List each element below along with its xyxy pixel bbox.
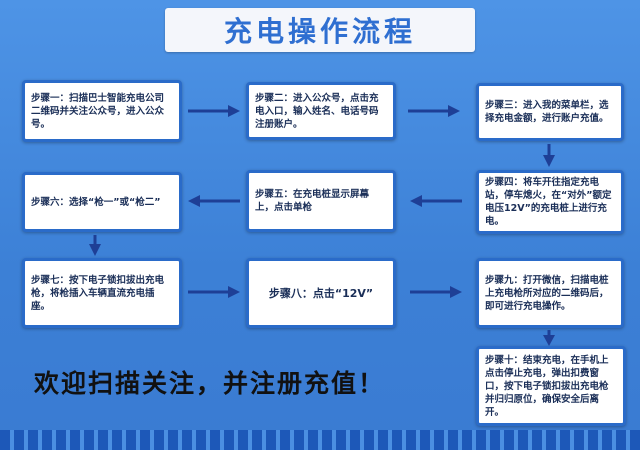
step-4-text: 步骤四：将车开往指定充电站，停车熄火，在“对外”额定电压12V”的充电桩上进行充… (485, 177, 612, 227)
step-9-box: 步骤九：打开微信，扫描电桩上充电枪所对应的二维码后，即可进行充电操作。 (476, 258, 624, 328)
step-2-box: 步骤二：进入公众号，点击充电入口，输入姓名、电话号码注册账户。 (246, 82, 396, 140)
step-8-box: 步骤八：点击“12V” (246, 258, 396, 328)
arrow-left-icon (410, 195, 462, 207)
step-9-text: 步骤九：打开微信，扫描电桩上充电枪所对应的二维码后，即可进行充电操作。 (485, 274, 609, 312)
step-1-text: 步骤一：扫描巴士智能充电公司二维码并关注公众号，进入公众号。 (31, 92, 165, 130)
step-8-text: 步骤八：点击“12V” (268, 286, 374, 300)
arrow-right-icon (408, 105, 460, 117)
arrow-down-icon (89, 235, 101, 256)
arrow-right-icon (410, 286, 462, 298)
bottom-decor-strip (0, 430, 640, 450)
step-4-box: 步骤四：将车开往指定充电站，停车熄火，在“对外”额定电压12V”的充电桩上进行充… (476, 170, 624, 234)
step-5-text: 步骤五：在充电桩显示屏幕上，点击单枪 (255, 189, 370, 213)
slogan-text: 欢迎扫描关注，并注册充值！ (34, 369, 386, 398)
arrow-right-icon (188, 105, 240, 117)
step-6-box: 步骤六：选择“枪一”或“枪二” (22, 172, 182, 232)
arrow-down-icon (543, 144, 555, 167)
step-5-box: 步骤五：在充电桩显示屏幕上，点击单枪 (246, 170, 396, 232)
step-7-box: 步骤七：按下电子锁扣拔出充电枪，将枪插入车辆直流充电插座。 (22, 258, 182, 328)
title-banner: 充电操作流程 (165, 8, 475, 52)
arrow-left-icon (188, 195, 240, 207)
step-10-text: 步骤十：结束充电，在手机上点击停止充电，弹出扣费窗口，按下电子锁扣拔出充电枪并归… (485, 354, 609, 418)
step-6-text: 步骤六：选择“枪一”或“枪二” (31, 196, 161, 208)
step-10-box: 步骤十：结束充电，在手机上点击停止充电，弹出扣费窗口，按下电子锁扣拔出充电枪并归… (476, 346, 626, 426)
step-1-box: 步骤一：扫描巴士智能充电公司二维码并关注公众号，进入公众号。 (22, 80, 182, 142)
arrow-down-icon (543, 330, 555, 346)
step-3-text: 步骤三：进入我的菜单栏，选择充电金额，进行账户充值。 (485, 100, 609, 124)
page-title: 充电操作流程 (223, 15, 416, 48)
step-3-box: 步骤三：进入我的菜单栏，选择充电金额，进行账户充值。 (476, 83, 624, 141)
step-2-text: 步骤二：进入公众号，点击充电入口，输入姓名、电话号码注册账户。 (255, 92, 379, 130)
arrow-right-icon (188, 286, 240, 298)
step-7-text: 步骤七：按下电子锁扣拔出充电枪，将枪插入车辆直流充电插座。 (31, 274, 165, 312)
